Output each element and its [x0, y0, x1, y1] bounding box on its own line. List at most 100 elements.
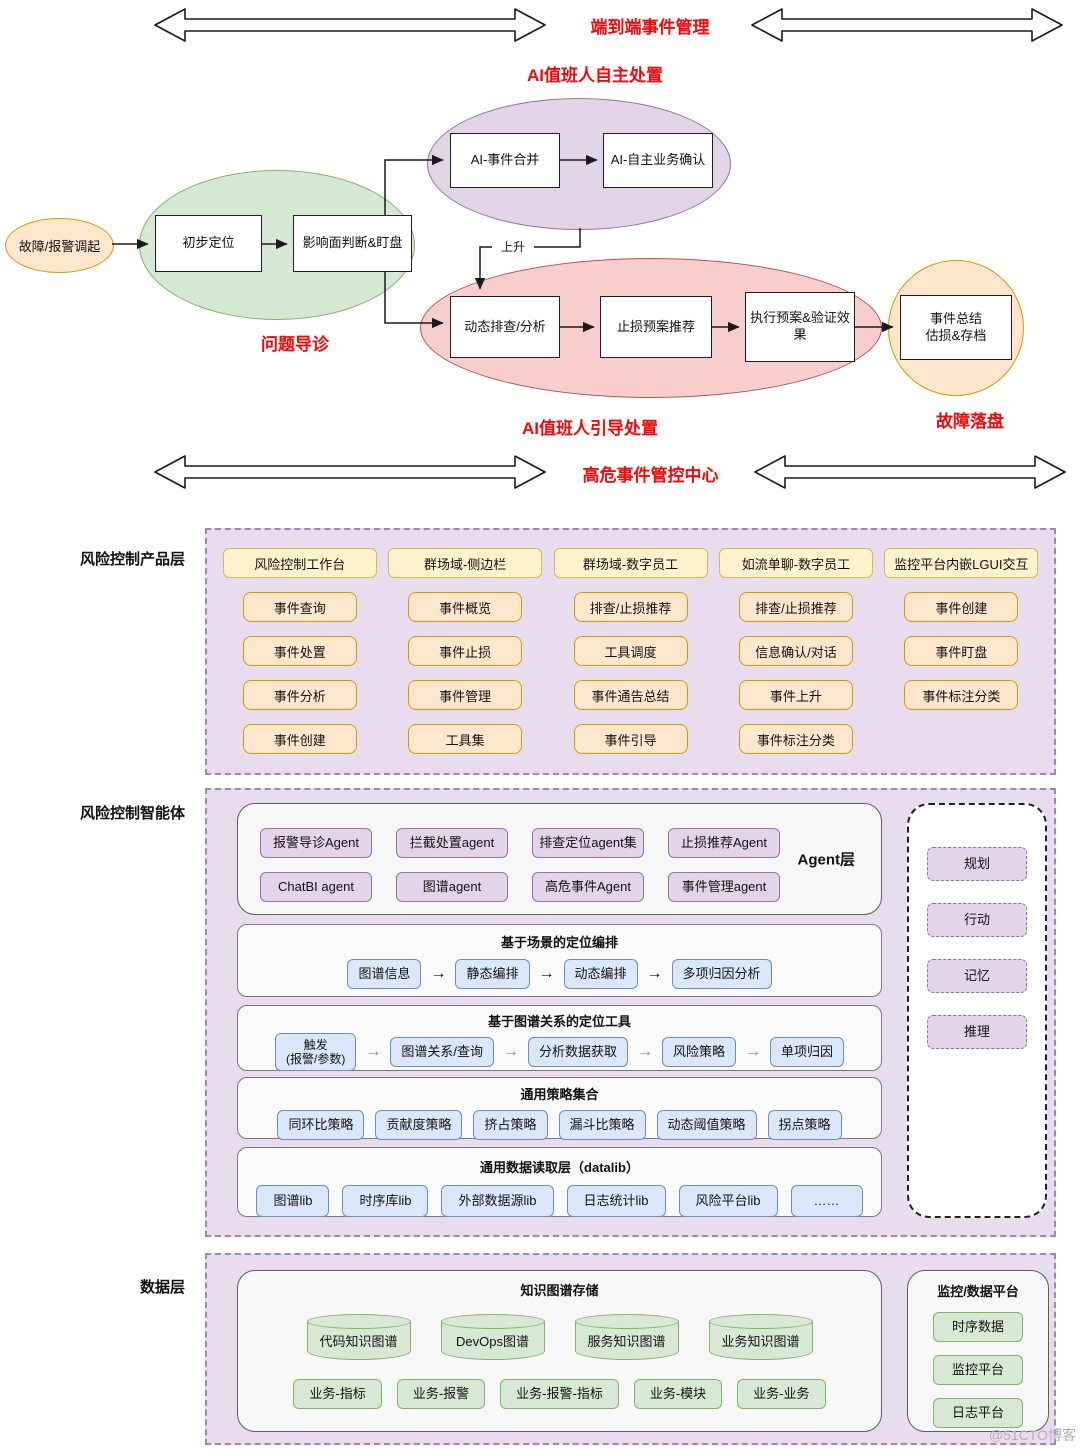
- strategy-title: 通用策略集合: [520, 1087, 599, 1102]
- strategy-item: 漏斗比策略: [558, 1110, 646, 1140]
- double-arrow-icon: [754, 455, 1066, 489]
- node-summary-archive: 事件总结 估损&存档: [900, 295, 1012, 360]
- product-column-header: 监控平台内嵌LGUI交互: [884, 548, 1039, 578]
- datalib-row: 图谱lib 时序库lib 外部数据源lib 日志统计lib 风险平台lib ……: [238, 1185, 881, 1217]
- agent-chip: 事件管理agent: [668, 872, 780, 902]
- product-item: 事件标注分类: [904, 680, 1019, 710]
- product-column: 如流单聊-数字员工 排查/止损推荐 信息确认/对话 事件上升 事件标注分类: [713, 548, 878, 768]
- datalib-title: 通用数据读取层（datalib）: [480, 1160, 639, 1175]
- strategy-item: 贡献度策略: [375, 1110, 463, 1140]
- agent-chip: ChatBI agent: [260, 872, 372, 902]
- relation-item: 业务-模块: [633, 1379, 723, 1409]
- strategy-section: 通用策略集合 同环比策略 贡献度策略 挤占策略 漏斗比策略 动态阈值策略 拐点策…: [237, 1077, 882, 1140]
- graph-tools-title: 基于图谱关系的定位工具: [487, 1014, 631, 1029]
- flow-step: 多项归因分析: [671, 959, 772, 989]
- capability-chip: 记忆: [927, 959, 1027, 993]
- flow-step: 图谱信息: [347, 959, 422, 989]
- double-arrow-icon: [154, 455, 546, 489]
- agent-chip: 高危事件Agent: [532, 872, 644, 902]
- flow-arrow-icon: [430, 966, 446, 982]
- platform-item: 日志平台: [933, 1398, 1023, 1428]
- product-column-header: 风险控制工作台: [222, 548, 377, 578]
- data-layer-container: 知识图谱存储 代码知识图谱 DevOps图谱 服务知识图谱 业务知识图谱 业务-…: [205, 1253, 1056, 1445]
- product-column: 监控平台内嵌LGUI交互 事件创建 事件盯盘 事件标注分类: [879, 548, 1044, 768]
- product-item: 事件创建: [904, 592, 1019, 622]
- agent-chip: 报警导诊Agent: [260, 828, 372, 858]
- database-cylinder: 业务知识图谱: [708, 1314, 813, 1360]
- datalib-section: 通用数据读取层（datalib） 图谱lib 时序库lib 外部数据源lib 日…: [237, 1147, 882, 1217]
- datalib-item: 图谱lib: [256, 1185, 330, 1217]
- agent-chip: 止损推荐Agent: [668, 828, 780, 858]
- kg-cylinder-row: 代码知识图谱 DevOps图谱 服务知识图谱 业务知识图谱: [238, 1313, 881, 1360]
- banner-bottom-title: 高危事件管控中心: [582, 466, 719, 485]
- datalib-item: 风险平台lib: [678, 1185, 778, 1217]
- relation-item: 业务-指标: [293, 1379, 382, 1409]
- node-execute-verify: 执行预案&验证效果: [745, 292, 855, 362]
- product-item: 排查/止损推荐: [738, 592, 853, 622]
- label-incident-archive: 故障落盘: [936, 412, 1004, 431]
- flow-arrow-icon: [539, 966, 555, 982]
- database-cylinder: 服务知识图谱: [574, 1314, 679, 1360]
- agent-box: 报警导诊Agent 拦截处置agent 排查定位agent集 止损推荐Agent…: [237, 803, 882, 915]
- flow-step: 动态编排: [563, 959, 638, 989]
- node-impact-watch: 影响面判断&盯盘: [293, 215, 412, 272]
- platform-title: 监控/数据平台: [937, 1284, 1019, 1299]
- platform-box: 监控/数据平台 时序数据 监控平台 日志平台: [907, 1270, 1049, 1432]
- agent-layer-container: 报警导诊Agent 拦截处置agent 排查定位agent集 止损推荐Agent…: [205, 788, 1056, 1237]
- product-column-header: 群场域-侧边栏: [388, 548, 543, 578]
- scenario-title: 基于场景的定位编排: [500, 935, 618, 950]
- capability-box: 规划 行动 记忆 推理: [907, 803, 1047, 1218]
- strategy-item: 挤占策略: [473, 1110, 548, 1140]
- product-column: 风险控制工作台 事件查询 事件处置 事件分析 事件创建: [217, 548, 382, 768]
- flow-arrow-icon: [503, 1044, 519, 1060]
- datalib-item: 日志统计lib: [566, 1185, 666, 1217]
- database-cylinder: DevOps图谱: [440, 1314, 545, 1360]
- capability-chip: 推理: [927, 1015, 1027, 1049]
- product-item: 信息确认/对话: [738, 636, 853, 666]
- product-item: 工具调度: [573, 636, 688, 666]
- flow-step: 单项归因: [769, 1037, 844, 1067]
- product-column-header: 群场域-数字员工: [553, 548, 708, 578]
- product-item: 事件通告总结: [573, 680, 688, 710]
- platform-item: 监控平台: [933, 1355, 1023, 1385]
- product-item: 事件盯盘: [904, 636, 1019, 666]
- strategy-item: 同环比策略: [277, 1110, 365, 1140]
- database-cylinder: 代码知识图谱: [306, 1314, 411, 1360]
- capability-chip: 规划: [927, 847, 1027, 881]
- flow-step: 分析数据获取: [527, 1037, 628, 1067]
- start-node: 故障/报警调起: [5, 218, 114, 273]
- product-item: 事件引导: [573, 724, 688, 754]
- agent-chip: 拦截处置agent: [396, 828, 508, 858]
- double-arrow-icon: [751, 8, 1063, 42]
- product-columns: 风险控制工作台 事件查询 事件处置 事件分析 事件创建 群场域-侧边栏 事件概览…: [207, 530, 1054, 768]
- double-arrow-icon: [154, 8, 546, 42]
- product-column: 群场域-数字员工 排查/止损推荐 工具调度 事件通告总结 事件引导: [548, 548, 713, 768]
- product-item: 事件查询: [242, 592, 357, 622]
- product-item: 事件管理: [408, 680, 523, 710]
- label-ai-auto-handle: AI值班人自主处置: [527, 66, 663, 85]
- node-stoploss-recommend: 止损预案推荐: [600, 296, 712, 358]
- datalib-item-more: ……: [790, 1185, 863, 1217]
- node-dynamic-analyze: 动态排查/分析: [450, 296, 560, 358]
- product-item: 事件处置: [242, 636, 357, 666]
- flow-arrow-icon: [745, 1044, 761, 1060]
- product-layer-label: 风险控制产品层: [79, 551, 185, 568]
- product-item: 排查/止损推荐: [573, 592, 688, 622]
- datalib-item: 时序库lib: [342, 1185, 429, 1217]
- agent-chip: 排查定位agent集: [532, 828, 644, 858]
- graph-tools-flow: 触发 (报警/参数) 图谱关系/查询 分析数据获取 风险策略 单项归因: [238, 1033, 881, 1071]
- label-ai-guided-handle: AI值班人引导处置: [522, 419, 658, 438]
- datalib-item: 外部数据源lib: [441, 1185, 554, 1217]
- strategy-row: 同环比策略 贡献度策略 挤占策略 漏斗比策略 动态阈值策略 拐点策略: [238, 1110, 881, 1140]
- label-problem-triage: 问题导诊: [261, 335, 329, 354]
- kg-store-box: 知识图谱存储 代码知识图谱 DevOps图谱 服务知识图谱 业务知识图谱 业务-…: [237, 1270, 882, 1432]
- flow-step: 风险策略: [661, 1037, 736, 1067]
- capability-chip: 行动: [927, 903, 1027, 937]
- strategy-item: 拐点策略: [767, 1110, 842, 1140]
- scenario-flow: 图谱信息 静态编排 动态编排 多项归因分析: [238, 959, 881, 989]
- product-item: 事件止损: [408, 636, 523, 666]
- agent-layer-label: 风险控制智能体: [79, 805, 185, 822]
- platform-items: 时序数据 监控平台 日志平台: [908, 1312, 1048, 1428]
- product-item: 事件上升: [738, 680, 853, 710]
- agent-chip: 图谱agent: [396, 872, 508, 902]
